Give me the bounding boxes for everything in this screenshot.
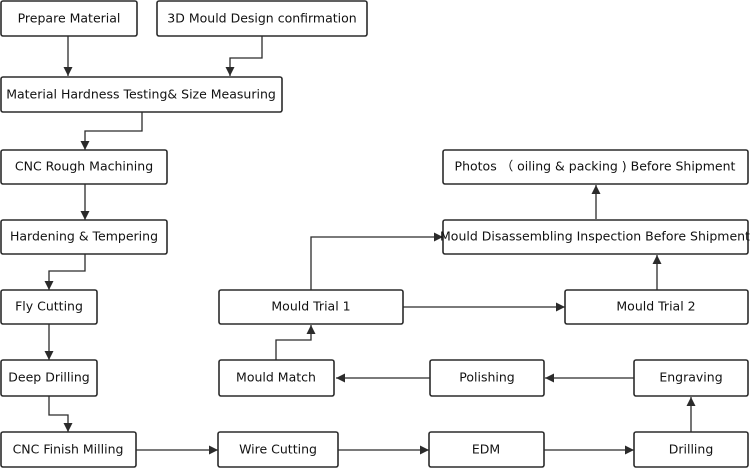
node-drilling: Drilling xyxy=(633,431,749,468)
node-label: Drilling xyxy=(669,442,714,457)
node-label: Prepare Material xyxy=(18,11,121,26)
node-cnc-rough-machining: CNC Rough Machining xyxy=(0,149,168,185)
node-label: Mould Disassembling Inspection Before Sh… xyxy=(440,229,750,244)
node-mould-match: Mould Match xyxy=(218,359,335,397)
node-label: Deep Drilling xyxy=(8,370,89,385)
node-fly-cutting: Fly Cutting xyxy=(0,289,98,325)
node-cnc-finish-milling: CNC Finish Milling xyxy=(0,431,137,468)
node-label: Wire Cutting xyxy=(239,442,317,457)
node-label: Mould Match xyxy=(236,370,316,385)
node-3d-mould-design: 3D Mould Design confirmation xyxy=(156,0,368,37)
node-label: Photos （ oiling & packing ) Before Shipm… xyxy=(455,159,736,174)
node-label: 3D Mould Design confirmation xyxy=(167,11,356,26)
node-photos-before-shipment: Photos （ oiling & packing ) Before Shipm… xyxy=(442,149,749,185)
node-label: Mould Trial 1 xyxy=(271,299,350,314)
arrow-hardness-to-rough xyxy=(80,112,143,150)
node-wire-cutting: Wire Cutting xyxy=(217,431,339,468)
node-label: Material Hardness Testing& Size Measurin… xyxy=(6,87,276,102)
arrow-hardening-to-fly xyxy=(44,254,86,290)
arrow-design-to-hardness xyxy=(225,36,263,76)
node-label: Hardening & Tempering xyxy=(10,229,158,244)
node-mould-trial-1: Mould Trial 1 xyxy=(218,289,404,325)
node-label: Polishing xyxy=(459,370,514,385)
node-hardness-testing: Material Hardness Testing& Size Measurin… xyxy=(0,76,283,113)
node-label: EDM xyxy=(472,442,500,457)
connectors xyxy=(44,36,696,455)
node-label: Engraving xyxy=(659,370,722,385)
node-label: Fly Cutting xyxy=(15,299,83,314)
node-edm: EDM xyxy=(428,431,545,468)
node-label: Mould Trial 2 xyxy=(616,299,695,314)
arrow-match-to-trial1 xyxy=(275,325,316,360)
node-hardening-tempering: Hardening & Tempering xyxy=(0,219,168,255)
arrow-deep-to-finish xyxy=(48,396,73,432)
node-mould-trial-2: Mould Trial 2 xyxy=(564,289,749,325)
arrow-trial1-to-disassembling xyxy=(310,232,443,290)
node-engraving: Engraving xyxy=(633,359,749,397)
node-prepare-material: Prepare Material xyxy=(0,0,138,37)
node-label: CNC Rough Machining xyxy=(15,159,153,174)
node-deep-drilling: Deep Drilling xyxy=(0,359,98,397)
node-polishing: Polishing xyxy=(429,359,545,397)
node-disassembling-inspection: Mould Disassembling Inspection Before Sh… xyxy=(440,219,750,255)
node-label: CNC Finish Milling xyxy=(13,442,124,457)
